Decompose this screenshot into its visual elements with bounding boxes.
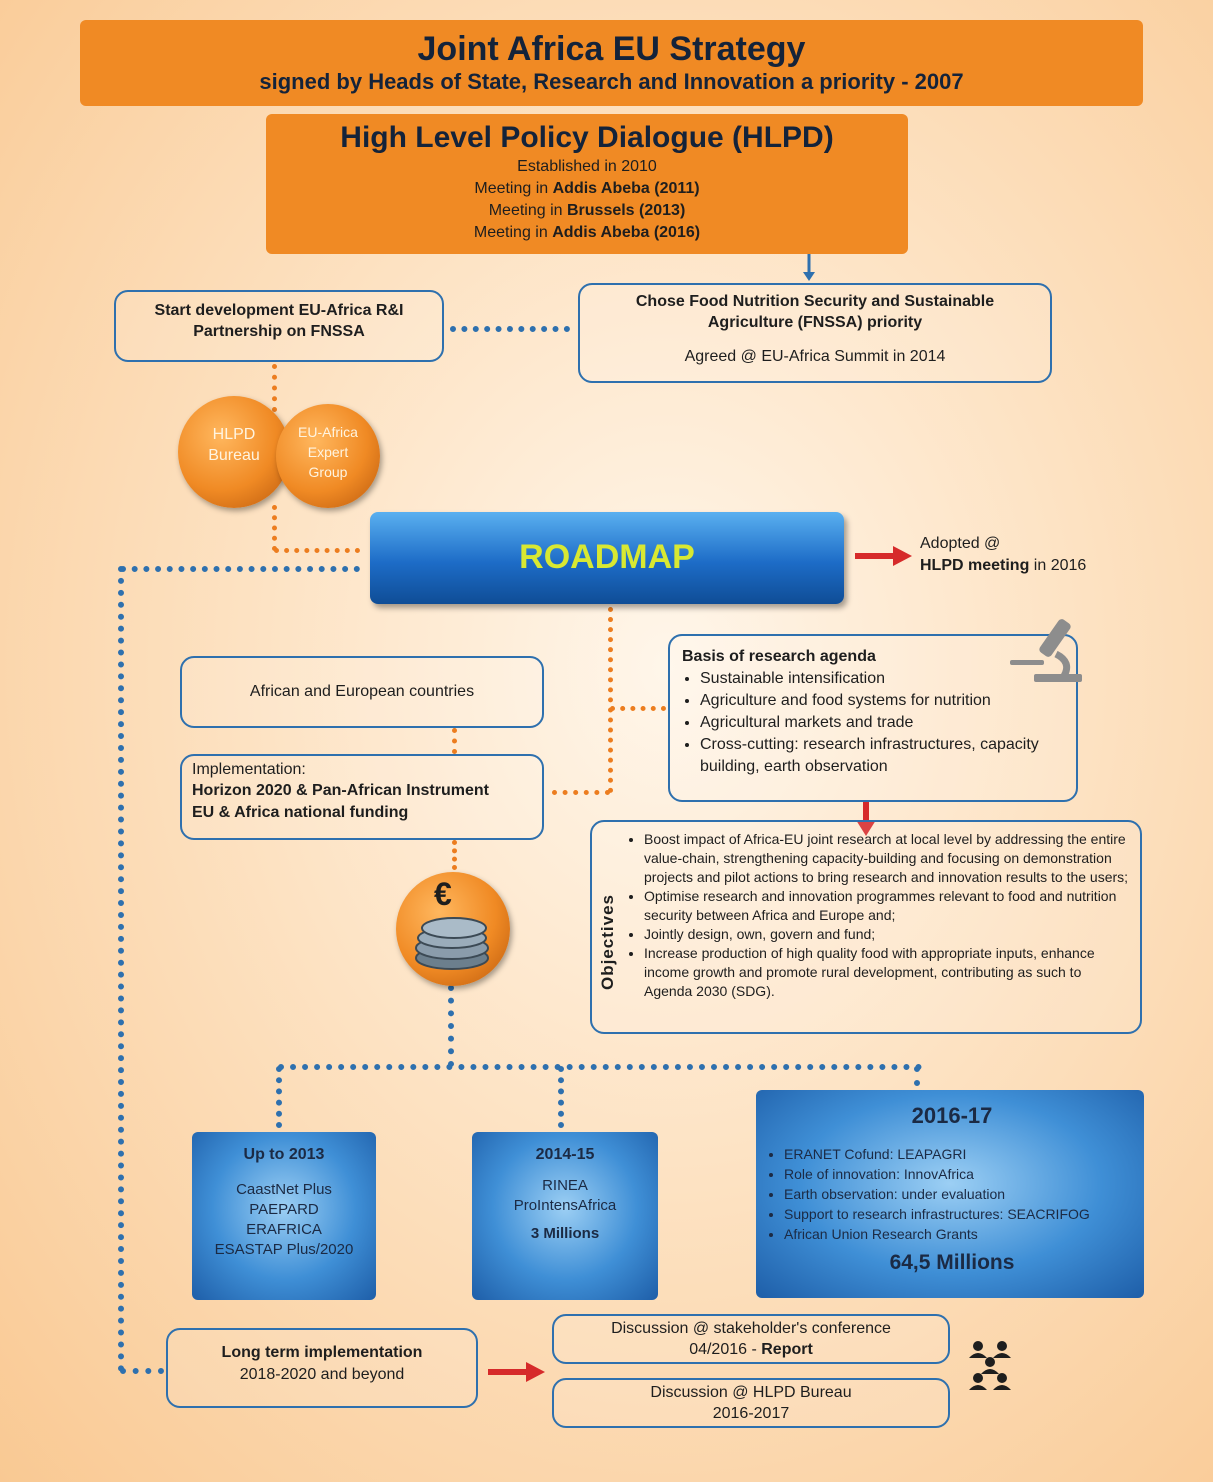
- dotted-left-bottom: [120, 1368, 164, 1374]
- funding-2013-title: Up to 2013: [243, 1146, 325, 1163]
- funding-2016-title: 2016-17: [911, 1103, 993, 1128]
- list-item: African Union Research Grants: [784, 1224, 1138, 1244]
- funding-2016-box: 2016-17 ERANET Cofund: LEAPAGRI Role of …: [756, 1090, 1144, 1298]
- list-item: Jointly design, own, govern and fund;: [644, 925, 1130, 944]
- funding-2016-list: ERANET Cofund: LEAPAGRI Role of innovati…: [766, 1144, 1138, 1244]
- dotted-roadmap-left: [120, 566, 360, 572]
- list-item: Optimise research and innovation program…: [644, 887, 1130, 925]
- list-item: Boost impact of Africa-EU joint research…: [644, 830, 1130, 887]
- people-group-icon: [969, 1341, 1011, 1390]
- objectives-list: Boost impact of Africa-EU joint research…: [626, 830, 1130, 1001]
- list-item: Cross-cutting: research infrastructures,…: [700, 734, 1064, 778]
- main-subtitle: signed by Heads of State, Research and I…: [259, 69, 964, 94]
- implementation-line2: EU & Africa national funding: [192, 804, 409, 821]
- list-item: Support to research infrastructures: SEA…: [784, 1204, 1138, 1224]
- euro-funding-circle: €: [396, 872, 510, 986]
- main-title: Joint Africa EU Strategy: [417, 30, 806, 68]
- header-banner: Joint Africa EU Strategy signed by Heads…: [80, 20, 1143, 106]
- discussion-stakeholder-line1: Discussion @ stakeholder's conference: [611, 1320, 891, 1337]
- hlpd-box: High Level Policy Dialogue (HLPD) Establ…: [266, 114, 908, 254]
- roadmap-banner: ROADMAP: [370, 512, 844, 604]
- funding-2013-box: Up to 2013 CaastNet Plus PAEPARD ERAFRIC…: [192, 1132, 376, 1300]
- dotted-to-2013: [276, 1066, 282, 1128]
- funding-2016-amount: 64,5 Millions: [889, 1251, 1015, 1274]
- list-item: ERANET Cofund: LEAPAGRI: [784, 1144, 1138, 1164]
- list-item: RINEA: [542, 1177, 588, 1194]
- microscope-icon: [1010, 619, 1082, 682]
- dotted-to-2014: [558, 1066, 564, 1128]
- dotted-to-roadmap: [274, 548, 360, 553]
- start-development-text: Start development EU-Africa R&I Partners…: [154, 302, 404, 340]
- hlpd-meeting-2: Meeting in Brussels (2013): [488, 202, 686, 219]
- adopted-line2: HLPD meeting in 2016: [920, 557, 1087, 574]
- dotted-from-implementation: [552, 790, 610, 795]
- dotted-impl-euro: [452, 840, 457, 870]
- dotted-circles-roadmap: [272, 505, 277, 551]
- fnssa-text: Chose Food Nutrition Security and Sustai…: [635, 293, 995, 331]
- funding-2014-title: 2014-15: [535, 1146, 595, 1163]
- list-item: Agricultural markets and trade: [700, 712, 1064, 734]
- fnssa-agreed: Agreed @ EU-Africa Summit in 2014: [684, 348, 946, 365]
- dotted-start-fnssa: [450, 326, 570, 332]
- research-agenda-list: Sustainable intensification Agriculture …: [682, 668, 1064, 778]
- list-item: Sustainable intensification: [700, 668, 1064, 690]
- long-term-years: 2018-2020 and beyond: [239, 1366, 405, 1383]
- discussion-bureau-box: Discussion @ HLPD Bureau 2016-2017: [552, 1378, 950, 1428]
- objectives-box: Objectives Boost impact of Africa-EU joi…: [590, 820, 1142, 1034]
- implementation-line1: Horizon 2020 & Pan-African Instrument: [192, 782, 489, 799]
- dotted-countries-impl: [452, 728, 457, 754]
- funding-2014-amount: 3 Millions: [530, 1225, 600, 1242]
- research-agenda-box: Basis of research agenda Sustainable int…: [668, 634, 1078, 802]
- list-item: PAEPARD: [249, 1201, 319, 1218]
- hlpd-bureau-label: HLPD Bureau: [208, 426, 260, 464]
- adopted-note: Adopted @ HLPD meeting in 2016: [920, 533, 1200, 577]
- list-item: Earth observation: under evaluation: [784, 1184, 1138, 1204]
- dotted-start-circles: [272, 364, 277, 412]
- start-development-box: Start development EU-Africa R&I Partners…: [114, 290, 444, 362]
- discussion-bureau-line2: 2016-2017: [712, 1405, 790, 1422]
- hlpd-established: Established in 2010: [517, 158, 657, 175]
- dotted-euro-down: [448, 985, 454, 1067]
- expert-group-label: EU-Africa Expert Group: [298, 424, 358, 480]
- list-item: ProIntensAfrica: [513, 1197, 617, 1214]
- funding-2014-box: 2014-15 RINEA ProIntensAfrica 3 Millions: [472, 1132, 658, 1300]
- long-term-title: Long term implementation: [221, 1344, 423, 1361]
- hlpd-meeting-1: Meeting in Addis Abeba (2011): [474, 180, 700, 197]
- list-item: Increase production of high quality food…: [644, 944, 1130, 1001]
- discussion-bureau-line1: Discussion @ HLPD Bureau: [650, 1384, 852, 1401]
- countries-text: African and European countries: [249, 683, 475, 700]
- fnssa-box: Chose Food Nutrition Security and Sustai…: [578, 283, 1052, 383]
- list-item: CaastNet Plus: [236, 1181, 332, 1198]
- dotted-funding-bar: [278, 1064, 922, 1070]
- adopted-line1: Adopted @: [920, 535, 1001, 552]
- list-item: Role of innovation: InnovAfrica: [784, 1164, 1138, 1184]
- dotted-roadmap-down: [608, 607, 613, 793]
- euro-symbol: €: [434, 876, 452, 912]
- hlpd-meeting-3: Meeting in Addis Abeba (2016): [473, 224, 701, 241]
- research-agenda-title: Basis of research agenda: [682, 648, 876, 665]
- hlpd-title: High Level Policy Dialogue (HLPD): [340, 121, 834, 154]
- discussion-stakeholder-box: Discussion @ stakeholder's conference 04…: [552, 1314, 950, 1364]
- long-term-box: Long term implementation 2018-2020 and b…: [166, 1328, 478, 1408]
- roadmap-label: ROADMAP: [519, 538, 695, 576]
- implementation-box: Implementation: Horizon 2020 & Pan-Afric…: [180, 754, 544, 840]
- coin-stack-icon: [415, 917, 489, 970]
- countries-box: African and European countries: [180, 656, 544, 728]
- hlpd-bureau-circle: HLPD Bureau: [178, 396, 290, 508]
- expert-group-circle: EU-Africa Expert Group: [276, 404, 380, 508]
- list-item: ERAFRICA: [246, 1221, 322, 1238]
- list-item: ESASTAP Plus/2020: [214, 1241, 354, 1258]
- list-item: Agriculture and food systems for nutriti…: [700, 690, 1064, 712]
- dotted-to-2016: [914, 1066, 920, 1086]
- discussion-stakeholder-line2: 04/2016 - Report: [689, 1341, 813, 1358]
- dotted-to-agenda: [610, 706, 666, 711]
- dotted-left-vertical: [118, 566, 124, 1372]
- implementation-label: Implementation:: [192, 761, 306, 778]
- objectives-label: Objectives: [598, 894, 617, 990]
